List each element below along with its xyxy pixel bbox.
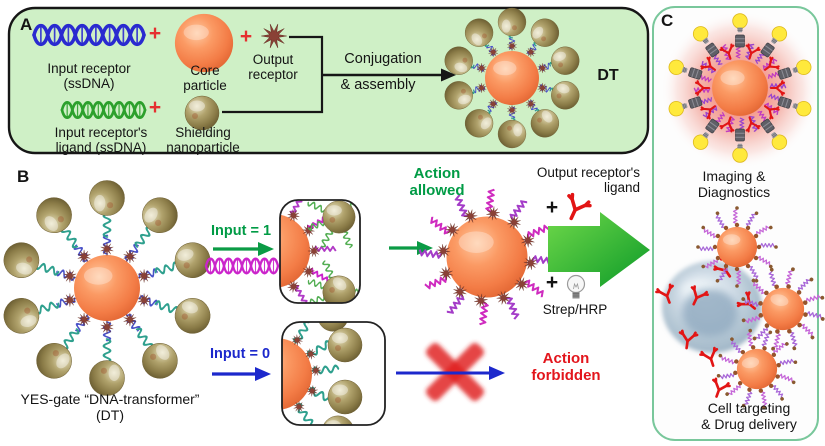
label-line: YES-gate “DNA-transformer” — [20, 391, 200, 407]
state-closed-box — [281, 321, 386, 426]
label-line: Imaging & — [702, 168, 766, 184]
label-line: forbidden — [531, 366, 601, 384]
action-allowed-label: Action allowed — [409, 165, 465, 200]
label-line: Cell targeting — [707, 400, 791, 416]
conjugation-label-line2: & assembly — [340, 77, 416, 93]
ligand-label: Input receptor's ligand (ssDNA) — [55, 125, 148, 156]
plus-sign: + — [148, 22, 162, 45]
label-line: Output receptor's — [536, 165, 640, 180]
state-open-box-content — [280, 200, 372, 303]
label-line: ligand — [603, 180, 640, 196]
plus-sign: + — [545, 196, 559, 219]
big-green-arrow — [548, 212, 650, 287]
label-line: particle — [183, 78, 227, 94]
label-line: & Drug delivery — [701, 415, 797, 432]
plus-sign: + — [148, 96, 162, 119]
label-line: ligand (ssDNA) — [55, 140, 147, 156]
plus-sign: + — [545, 271, 559, 294]
forbidden-arrow — [396, 366, 505, 380]
input0-arrow — [212, 367, 271, 381]
output-ligand-antibody-icon — [558, 191, 593, 226]
strep-hrp-label: Strep/HRP — [542, 302, 608, 317]
state-closed-box-content — [282, 322, 363, 425]
input-strand-helix-icon — [204, 257, 280, 275]
label-line: nanoparticle — [166, 140, 240, 156]
input-1-label: Input = 1 — [210, 223, 272, 239]
panel-b-label: B — [17, 167, 30, 186]
strep-hrp-bulb-icon — [566, 274, 586, 299]
input1-arrow — [213, 242, 274, 256]
state-open-box — [279, 199, 361, 304]
yes-gate-dt-icon — [0, 180, 215, 395]
yes-gate-label: YES-gate “DNA-transformer” (DT) — [20, 391, 200, 424]
label-line: Core — [190, 63, 220, 78]
conjugation-label-line1: Conjugation — [344, 51, 422, 67]
label-line: (DT) — [96, 406, 124, 423]
shielding-label: Shielding nanoparticle — [166, 125, 240, 156]
imaging-label: Imaging & Diagnostics — [697, 168, 771, 201]
output-ligand-label: Output receptor's ligand — [520, 165, 640, 196]
plus-sign: + — [239, 25, 253, 48]
label-line: allowed — [409, 181, 465, 199]
label-line: receptor — [248, 67, 298, 83]
label-line: Input receptor's — [54, 125, 148, 140]
input-receptor-label: Input receptor (ssDNA) — [47, 61, 130, 92]
output-receptor-label: Output receptor — [248, 52, 298, 83]
conjugation-arrow — [322, 68, 456, 82]
label-line: Diagnostics — [697, 183, 771, 200]
label-line: Action — [413, 165, 461, 182]
label-line: Input receptor — [47, 61, 131, 76]
cell-targeting-label: Cell targeting & Drug delivery — [701, 400, 797, 433]
label-line: Action — [542, 350, 590, 367]
dt-label: DT — [597, 67, 619, 84]
action-forbidden-label: Action forbidden — [531, 350, 601, 385]
activated-dt-icon — [419, 189, 555, 325]
input-0-label: Input = 0 — [209, 346, 271, 362]
core-particle-label: Core particle — [183, 63, 227, 94]
label-line: Output — [252, 52, 294, 67]
panel-a-label: A — [20, 15, 33, 34]
panel-c-label: C — [661, 11, 674, 30]
label-line: (ssDNA) — [63, 76, 115, 92]
label-line: Shielding — [175, 125, 231, 140]
